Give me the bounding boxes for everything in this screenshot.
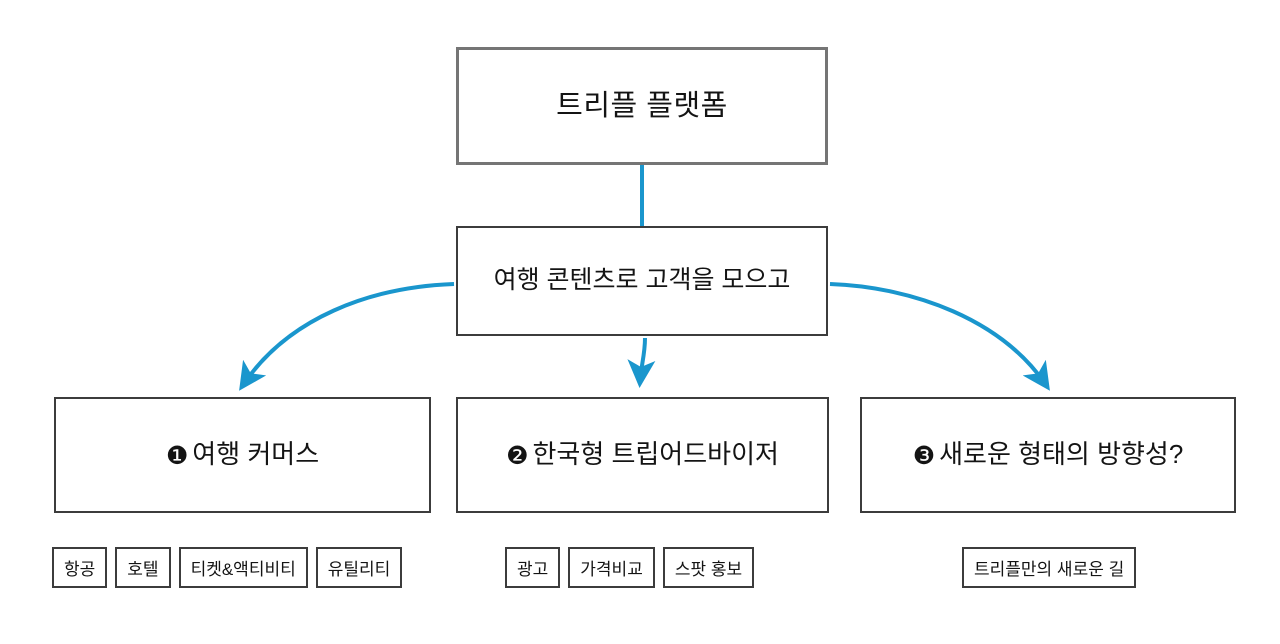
leaf-2-text: 한국형 트립어드바이저 — [532, 438, 779, 469]
tag-chip[interactable]: 호텔 — [115, 547, 171, 588]
leaf-3-text: 새로운 형태의 방향성? — [939, 438, 1184, 469]
tag-chip[interactable]: 광고 — [505, 547, 561, 588]
node-root[interactable]: 트리플 플랫폼 — [456, 47, 828, 165]
tag-chip[interactable]: 티켓&액티비티 — [178, 547, 308, 588]
leaf-2-number-marker: ❷ — [506, 441, 529, 470]
connector-mid-to-leaf-3 — [829, 282, 1050, 391]
leaf-1-text: 여행 커머스 — [192, 438, 320, 469]
leaf-1-number-marker: ❶ — [165, 441, 189, 470]
connector-mid-to-leaf-1 — [239, 282, 455, 391]
tag-chip[interactable]: 스팟 홍보 — [662, 547, 755, 588]
tag-group-new-direction: 트리플만의 새로운 길 — [962, 547, 1137, 588]
tag-group-travel-commerce: 항공 호텔 티켓&액티비티 유틸리티 — [52, 547, 403, 588]
tag-chip[interactable]: 트리플만의 새로운 길 — [962, 547, 1137, 588]
connector-mid-to-leaf-2 — [627, 337, 656, 388]
node-mid-label: 여행 콘텐츠로 고객을 모으고 — [493, 266, 791, 295]
tag-chip[interactable]: 유틸리티 — [315, 547, 403, 588]
node-root-label: 트리플 플랫폼 — [556, 89, 728, 122]
node-mid[interactable]: 여행 콘텐츠로 고객을 모으고 — [456, 226, 828, 336]
tag-chip[interactable]: 항공 — [52, 547, 108, 588]
tag-chip[interactable]: 가격비교 — [568, 547, 655, 588]
tag-group-tripadvisor: 광고 가격비교 스팟 홍보 — [505, 547, 755, 588]
leaf-3-number-marker: ❸ — [912, 441, 936, 470]
